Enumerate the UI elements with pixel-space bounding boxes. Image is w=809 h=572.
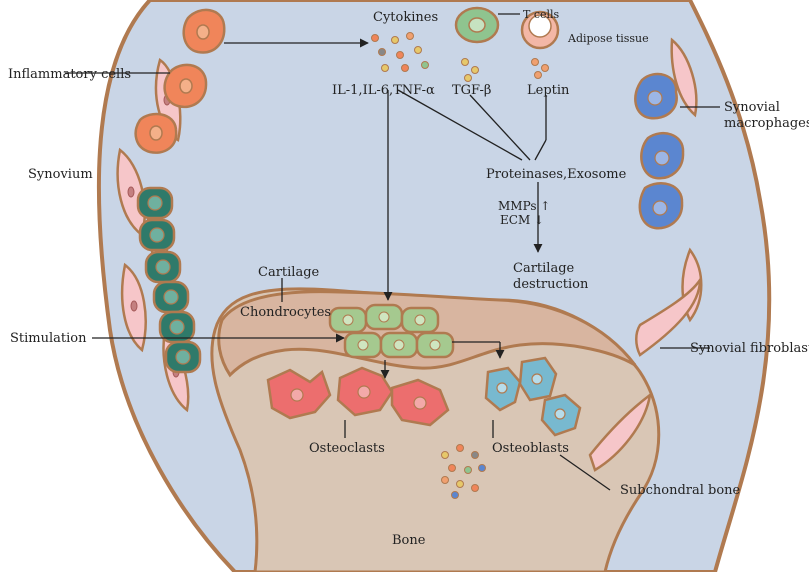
label-cartilage: Cartilage bbox=[258, 265, 320, 280]
line-leptin-to-proteinases bbox=[534, 139, 547, 161]
label-leptin: Leptin bbox=[527, 83, 570, 98]
inflammatory-cell bbox=[182, 8, 226, 54]
fibroblast-cell bbox=[670, 37, 698, 118]
label-inflammatory-cells: Inflammatory cells bbox=[8, 67, 131, 82]
inflammatory-cell bbox=[163, 63, 208, 109]
adipose-cell bbox=[520, 10, 560, 50]
label-synovial-fibroblasts: Synovial fibroblasts bbox=[690, 341, 809, 356]
fibroblast-group-right bbox=[588, 37, 703, 472]
macrophage-group bbox=[634, 72, 685, 230]
label-stimulation: Stimulation bbox=[10, 331, 87, 346]
cytokine-dots bbox=[371, 32, 549, 499]
label-synovium: Synovium bbox=[28, 167, 93, 182]
label-bone: Bone bbox=[392, 533, 426, 548]
label-mmps: MMPs ↑ bbox=[498, 199, 550, 213]
fibroblast-cell bbox=[635, 275, 702, 357]
label-t-cells: T cells bbox=[523, 8, 560, 21]
label-osteoblasts: Osteoblasts bbox=[492, 441, 569, 456]
label-cytokines: Cytokines bbox=[373, 10, 438, 25]
label-proteinases: Proteinases,Exosome bbox=[486, 167, 627, 182]
label-il-group: IL-1,IL-6,TNF-α bbox=[332, 83, 435, 98]
label-adipose-tissue: Adipose tissue bbox=[567, 32, 649, 45]
labels: Inflammatory cells Synovium Stimulation … bbox=[8, 8, 809, 548]
label-subchondral-bone: Subchondral bone bbox=[620, 483, 741, 498]
label-synovial-macrophages-2: macrophages bbox=[724, 116, 809, 131]
label-ecm: ECM ↓ bbox=[500, 213, 544, 227]
t-cell bbox=[454, 6, 500, 44]
line-il-to-proteinases bbox=[397, 89, 523, 161]
line-tgf-to-proteinases bbox=[469, 94, 531, 161]
label-chondrocytes: Chondrocytes bbox=[240, 305, 331, 320]
pathway-arrows bbox=[65, 13, 720, 491]
inflammatory-cell bbox=[134, 112, 178, 154]
fibroblast-cell bbox=[588, 392, 652, 472]
label-osteoclasts: Osteoclasts bbox=[309, 441, 385, 456]
inflammatory-cell-group bbox=[134, 8, 226, 154]
label-synovial-macrophages-1: Synovial bbox=[724, 100, 780, 115]
label-cartilage-destruction-1: Cartilage bbox=[513, 261, 575, 276]
label-cartilage-destruction-2: destruction bbox=[513, 277, 589, 292]
label-tgf-beta: TGF-β bbox=[452, 83, 491, 98]
